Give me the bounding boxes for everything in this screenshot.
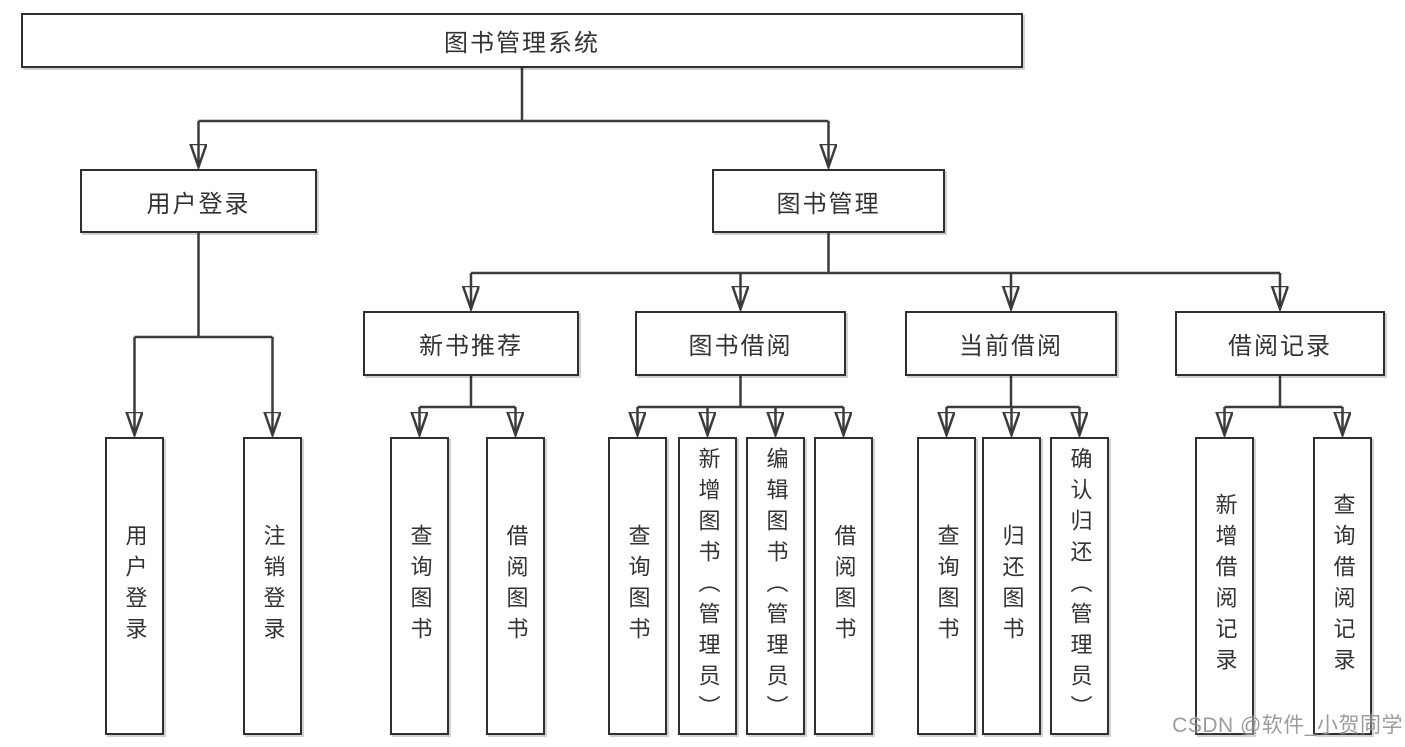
leaf-br-query-record: 查询借阅记录: [1313, 437, 1372, 735]
connector-borrow-records-children: [1225, 376, 1343, 435]
leaf-bb-add-books-admin: 新增图书（管理员）: [678, 437, 737, 735]
connector-book-borrow-children: [638, 376, 844, 435]
leaf-bb-borrow-books: 借阅图书: [814, 437, 873, 735]
leaf-bb-query-books: 查询图书: [608, 437, 667, 735]
leaf-rec-query-books: 查询图书: [390, 437, 449, 735]
leaf-cb-return-books: 归还图书: [982, 437, 1041, 735]
leaf-logout: 注销登录: [243, 437, 302, 735]
connector-new-book-rec-children: [420, 376, 516, 435]
node-book-management: 图书管理: [712, 169, 945, 233]
leaf-rec-borrow-books: 借阅图书: [486, 437, 545, 735]
connector-current-borrow-children: [947, 376, 1080, 435]
connector-root-to-level2: [199, 68, 829, 167]
node-current-borrow: 当前借阅: [905, 311, 1117, 376]
leaf-bb-edit-books-admin: 编辑图书（管理员）: [746, 437, 805, 735]
csdn-watermark: CSDN @软件_小贺同学: [1172, 714, 1403, 737]
leaf-cb-query-books: 查询图书: [917, 437, 976, 735]
leaf-cb-confirm-return-admin: 确认归还（管理员）: [1050, 437, 1109, 735]
node-system-root: 图书管理系统: [21, 13, 1023, 68]
leaf-user-login: 用户登录: [105, 437, 164, 735]
node-new-book-recommend: 新书推荐: [363, 311, 579, 376]
leaf-br-add-record: 新增借阅记录: [1195, 437, 1254, 735]
connector-user-login-children: [135, 233, 273, 435]
connector-book-mgmt-to-level3: [471, 233, 1280, 309]
node-book-borrow: 图书借阅: [635, 311, 846, 376]
node-user-login: 用户登录: [80, 169, 317, 233]
node-borrow-records: 借阅记录: [1175, 311, 1385, 376]
